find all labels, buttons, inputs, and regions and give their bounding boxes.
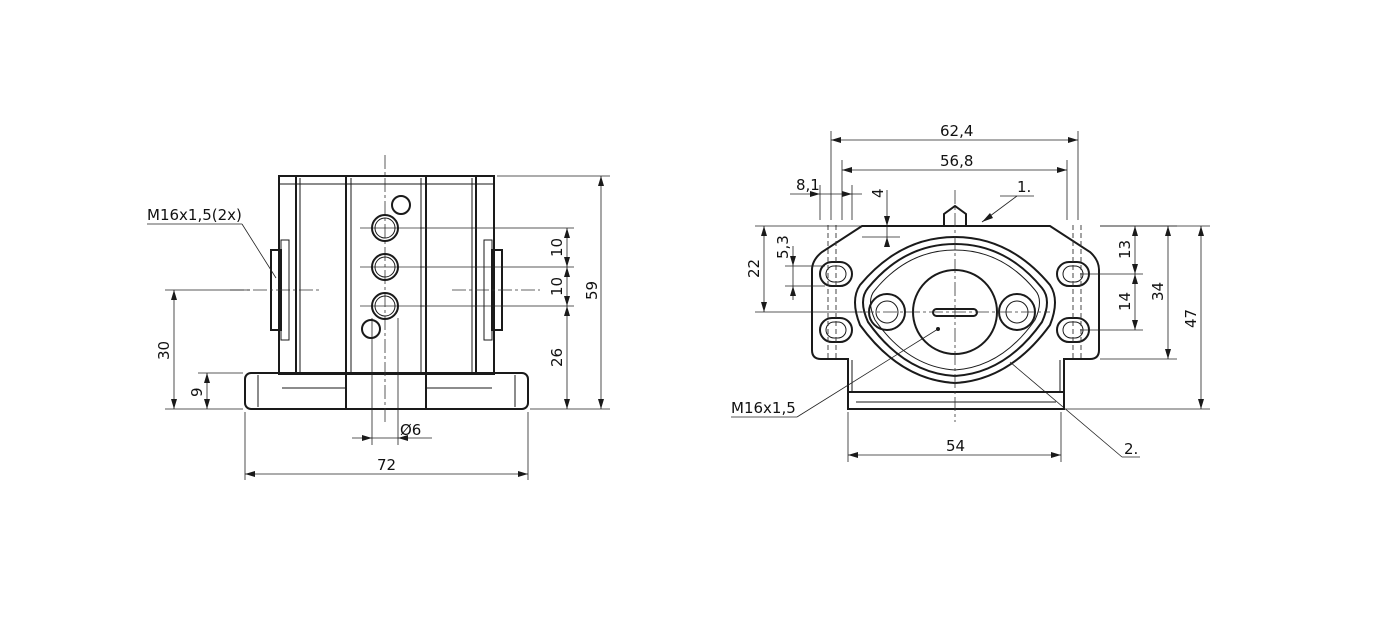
front-base-arrow-bottom bbox=[204, 399, 210, 409]
side-dim-slot-height: 22 bbox=[745, 259, 763, 278]
side-total-arrow-top bbox=[1198, 226, 1204, 236]
side-total-arrow-bottom bbox=[1198, 399, 1204, 409]
side-upper-arrow-mid-down bbox=[1132, 274, 1138, 284]
front-dim-pitch-bottom: 10 bbox=[548, 277, 566, 296]
front-hole-3-inner bbox=[374, 295, 396, 317]
front-pin-hole-top bbox=[391, 195, 411, 215]
side-upper-arrow-mid-up bbox=[1132, 264, 1138, 274]
front-pitch-arrow-6 bbox=[564, 399, 570, 409]
side-base-arrow-right bbox=[1051, 452, 1061, 458]
front-pitch-arrow-3 bbox=[564, 267, 570, 277]
front-thread-label: M16x1,5(2x) bbox=[147, 206, 242, 224]
front-body bbox=[278, 175, 495, 375]
front-height-arrow-bottom bbox=[598, 399, 604, 409]
front-hole-2 bbox=[371, 253, 399, 281]
front-pitch-arrow-1 bbox=[564, 228, 570, 238]
front-base-arrow-top bbox=[204, 373, 210, 383]
front-hole-2-inner bbox=[374, 256, 396, 278]
side-top-offset-arrow-top bbox=[884, 216, 890, 226]
side-upper-arrow-bottom bbox=[1132, 320, 1138, 330]
side-dim-slot-offset: 8,1 bbox=[796, 176, 820, 194]
side-dim-slot-half: 5,3 bbox=[774, 235, 792, 259]
front-dia-arrow-right bbox=[398, 435, 408, 441]
front-axis-arrow-top bbox=[171, 290, 177, 300]
side-thread-leader bbox=[796, 328, 939, 418]
side-upper-arrow-top bbox=[1132, 226, 1138, 236]
front-thread-leader bbox=[241, 223, 277, 279]
front-width-arrow-right bbox=[518, 471, 528, 477]
side-flange-outline bbox=[811, 225, 1100, 393]
side-top-nipple bbox=[943, 204, 967, 226]
front-hole-1 bbox=[371, 214, 399, 242]
side-slot-half-arrow-top bbox=[790, 256, 796, 266]
front-width-arrow-left bbox=[245, 471, 255, 477]
front-axis-arrow-bottom bbox=[171, 399, 177, 409]
side-top-offset-arrow-bottom bbox=[884, 237, 890, 247]
front-hole-1-inner bbox=[374, 217, 396, 239]
side-slot-height-arrow-bottom bbox=[761, 302, 767, 312]
front-hole-3 bbox=[371, 292, 399, 320]
side-dim-flange-height: 34 bbox=[1149, 282, 1167, 301]
side-flange-arrow-top bbox=[1165, 226, 1171, 236]
front-dim-hole-diameter: Ø6 bbox=[400, 421, 421, 439]
side-thread-leader-dot bbox=[936, 327, 940, 331]
front-dim-axis-height: 30 bbox=[155, 341, 173, 360]
front-pin-hole-bottom bbox=[361, 319, 381, 339]
side-callout-1: 1. bbox=[1017, 178, 1031, 196]
front-height-arrow-top bbox=[598, 176, 604, 186]
side-dim-inner-width: 56,8 bbox=[940, 152, 973, 170]
front-dim-pitch-top: 10 bbox=[548, 238, 566, 257]
side-outer-arrow-right bbox=[1068, 137, 1078, 143]
side-flange-arrow-bottom bbox=[1165, 349, 1171, 359]
side-slot-height-arrow-top bbox=[761, 226, 767, 236]
side-inner-arrow-right bbox=[1057, 167, 1067, 173]
side-callout-1-arrow bbox=[982, 213, 993, 222]
side-dim-base-width: 54 bbox=[946, 437, 965, 455]
front-base-plate bbox=[244, 372, 529, 410]
side-screw-left bbox=[875, 300, 899, 324]
front-dim-height: 59 bbox=[583, 281, 601, 300]
side-slot-half-arrow-bottom bbox=[790, 286, 796, 296]
side-slot-arrow-left bbox=[810, 191, 820, 197]
side-outer-arrow-left bbox=[831, 137, 841, 143]
side-callout-2: 2. bbox=[1124, 440, 1138, 458]
front-dim-hole-height: 26 bbox=[548, 348, 566, 367]
side-view: 62,4 56,8 8,1 4 22 5,3 bbox=[731, 122, 1210, 462]
front-pitch-arrow-4 bbox=[564, 296, 570, 306]
front-dim-width: 72 bbox=[377, 456, 396, 474]
side-base-arrow-left bbox=[848, 452, 858, 458]
side-dim-outer-width: 62,4 bbox=[940, 122, 973, 140]
front-pitch-arrow-5 bbox=[564, 306, 570, 316]
side-dim-slot-pitch: 14 bbox=[1116, 292, 1134, 311]
side-slot-arrow-right bbox=[842, 191, 852, 197]
front-view: Ø6 72 59 10 10 26 30 bbox=[147, 155, 610, 480]
side-base bbox=[847, 391, 1065, 410]
side-inner-arrow-left bbox=[842, 167, 852, 173]
front-dia-arrow-left bbox=[362, 435, 372, 441]
side-thread-label: M16x1,5 bbox=[731, 399, 796, 417]
side-callout-2-leader bbox=[1009, 361, 1123, 458]
side-dim-upper-gap: 13 bbox=[1116, 240, 1134, 259]
front-dim-base-height: 9 bbox=[188, 387, 206, 397]
side-dim-top-offset: 4 bbox=[869, 188, 887, 198]
front-pitch-arrow-2 bbox=[564, 257, 570, 267]
side-dim-total-height: 47 bbox=[1182, 309, 1200, 328]
